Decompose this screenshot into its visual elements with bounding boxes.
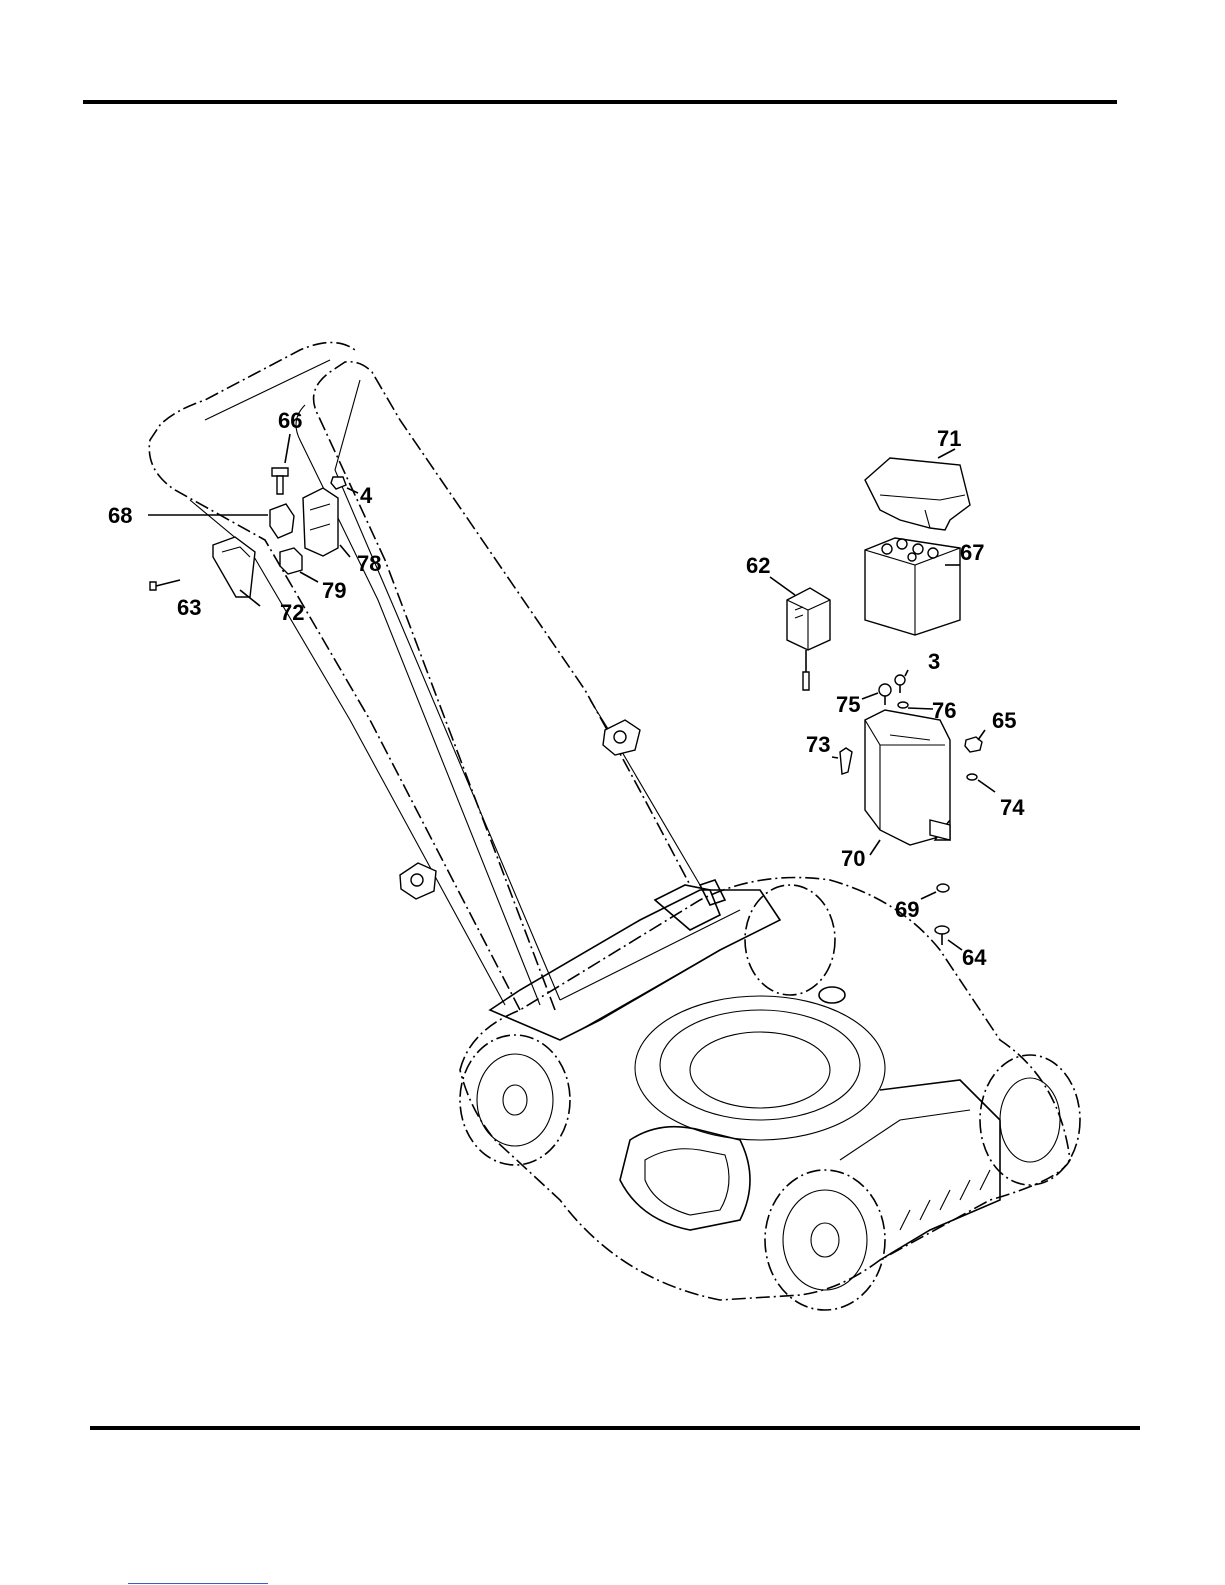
callout-76: 76	[932, 698, 956, 723]
callout-67: 67	[960, 540, 984, 565]
part-74-washer	[967, 774, 977, 780]
part-3-screw	[895, 675, 905, 693]
handle-knob-upper	[603, 720, 640, 755]
callout-73: 73	[806, 732, 830, 757]
callout-65: 65	[992, 708, 1016, 733]
callout-66: 66	[278, 408, 302, 433]
part-71-battery-cover	[865, 458, 970, 530]
callout-79: 79	[322, 578, 346, 603]
wheel-rear-left	[460, 1035, 570, 1165]
callout-68: 68	[108, 503, 132, 528]
part-69-washer	[937, 884, 949, 892]
mower-handle	[149, 343, 700, 1011]
wheel-rear-right	[745, 885, 835, 995]
handle-knob-lower	[400, 863, 436, 899]
wheel-front-right	[980, 1055, 1080, 1185]
callout-64: 64	[962, 945, 987, 970]
callout-71: 71	[937, 426, 961, 451]
callout-70: 70	[841, 846, 865, 871]
bottom-rule	[90, 1426, 1140, 1430]
callout-3: 3	[928, 649, 940, 674]
part-64-bolt	[935, 926, 949, 945]
part-76-washer	[898, 702, 908, 708]
part-78-switch-housing	[303, 488, 338, 556]
part-79-switch-block	[280, 548, 302, 574]
part-63-bolt	[150, 580, 180, 590]
wheel-front-left	[765, 1170, 885, 1310]
part-70-battery-tray	[865, 710, 950, 845]
callout-72: 72	[280, 600, 304, 625]
callout-78: 78	[357, 551, 381, 576]
callout-63: 63	[177, 595, 201, 620]
part-72-handle-cover	[213, 537, 255, 597]
callout-75: 75	[836, 692, 860, 717]
callout-62: 62	[746, 553, 770, 578]
part-75-screw	[879, 684, 891, 705]
part-67-battery	[865, 538, 960, 635]
callout-74: 74	[1000, 795, 1025, 820]
part-4-nut	[331, 477, 346, 489]
callout-4: 4	[360, 483, 373, 508]
part-66-key	[272, 468, 288, 494]
callout-69: 69	[895, 897, 919, 922]
part-68-switch	[270, 504, 294, 538]
part-73-clip	[840, 748, 852, 774]
part-62-charger	[787, 588, 830, 690]
